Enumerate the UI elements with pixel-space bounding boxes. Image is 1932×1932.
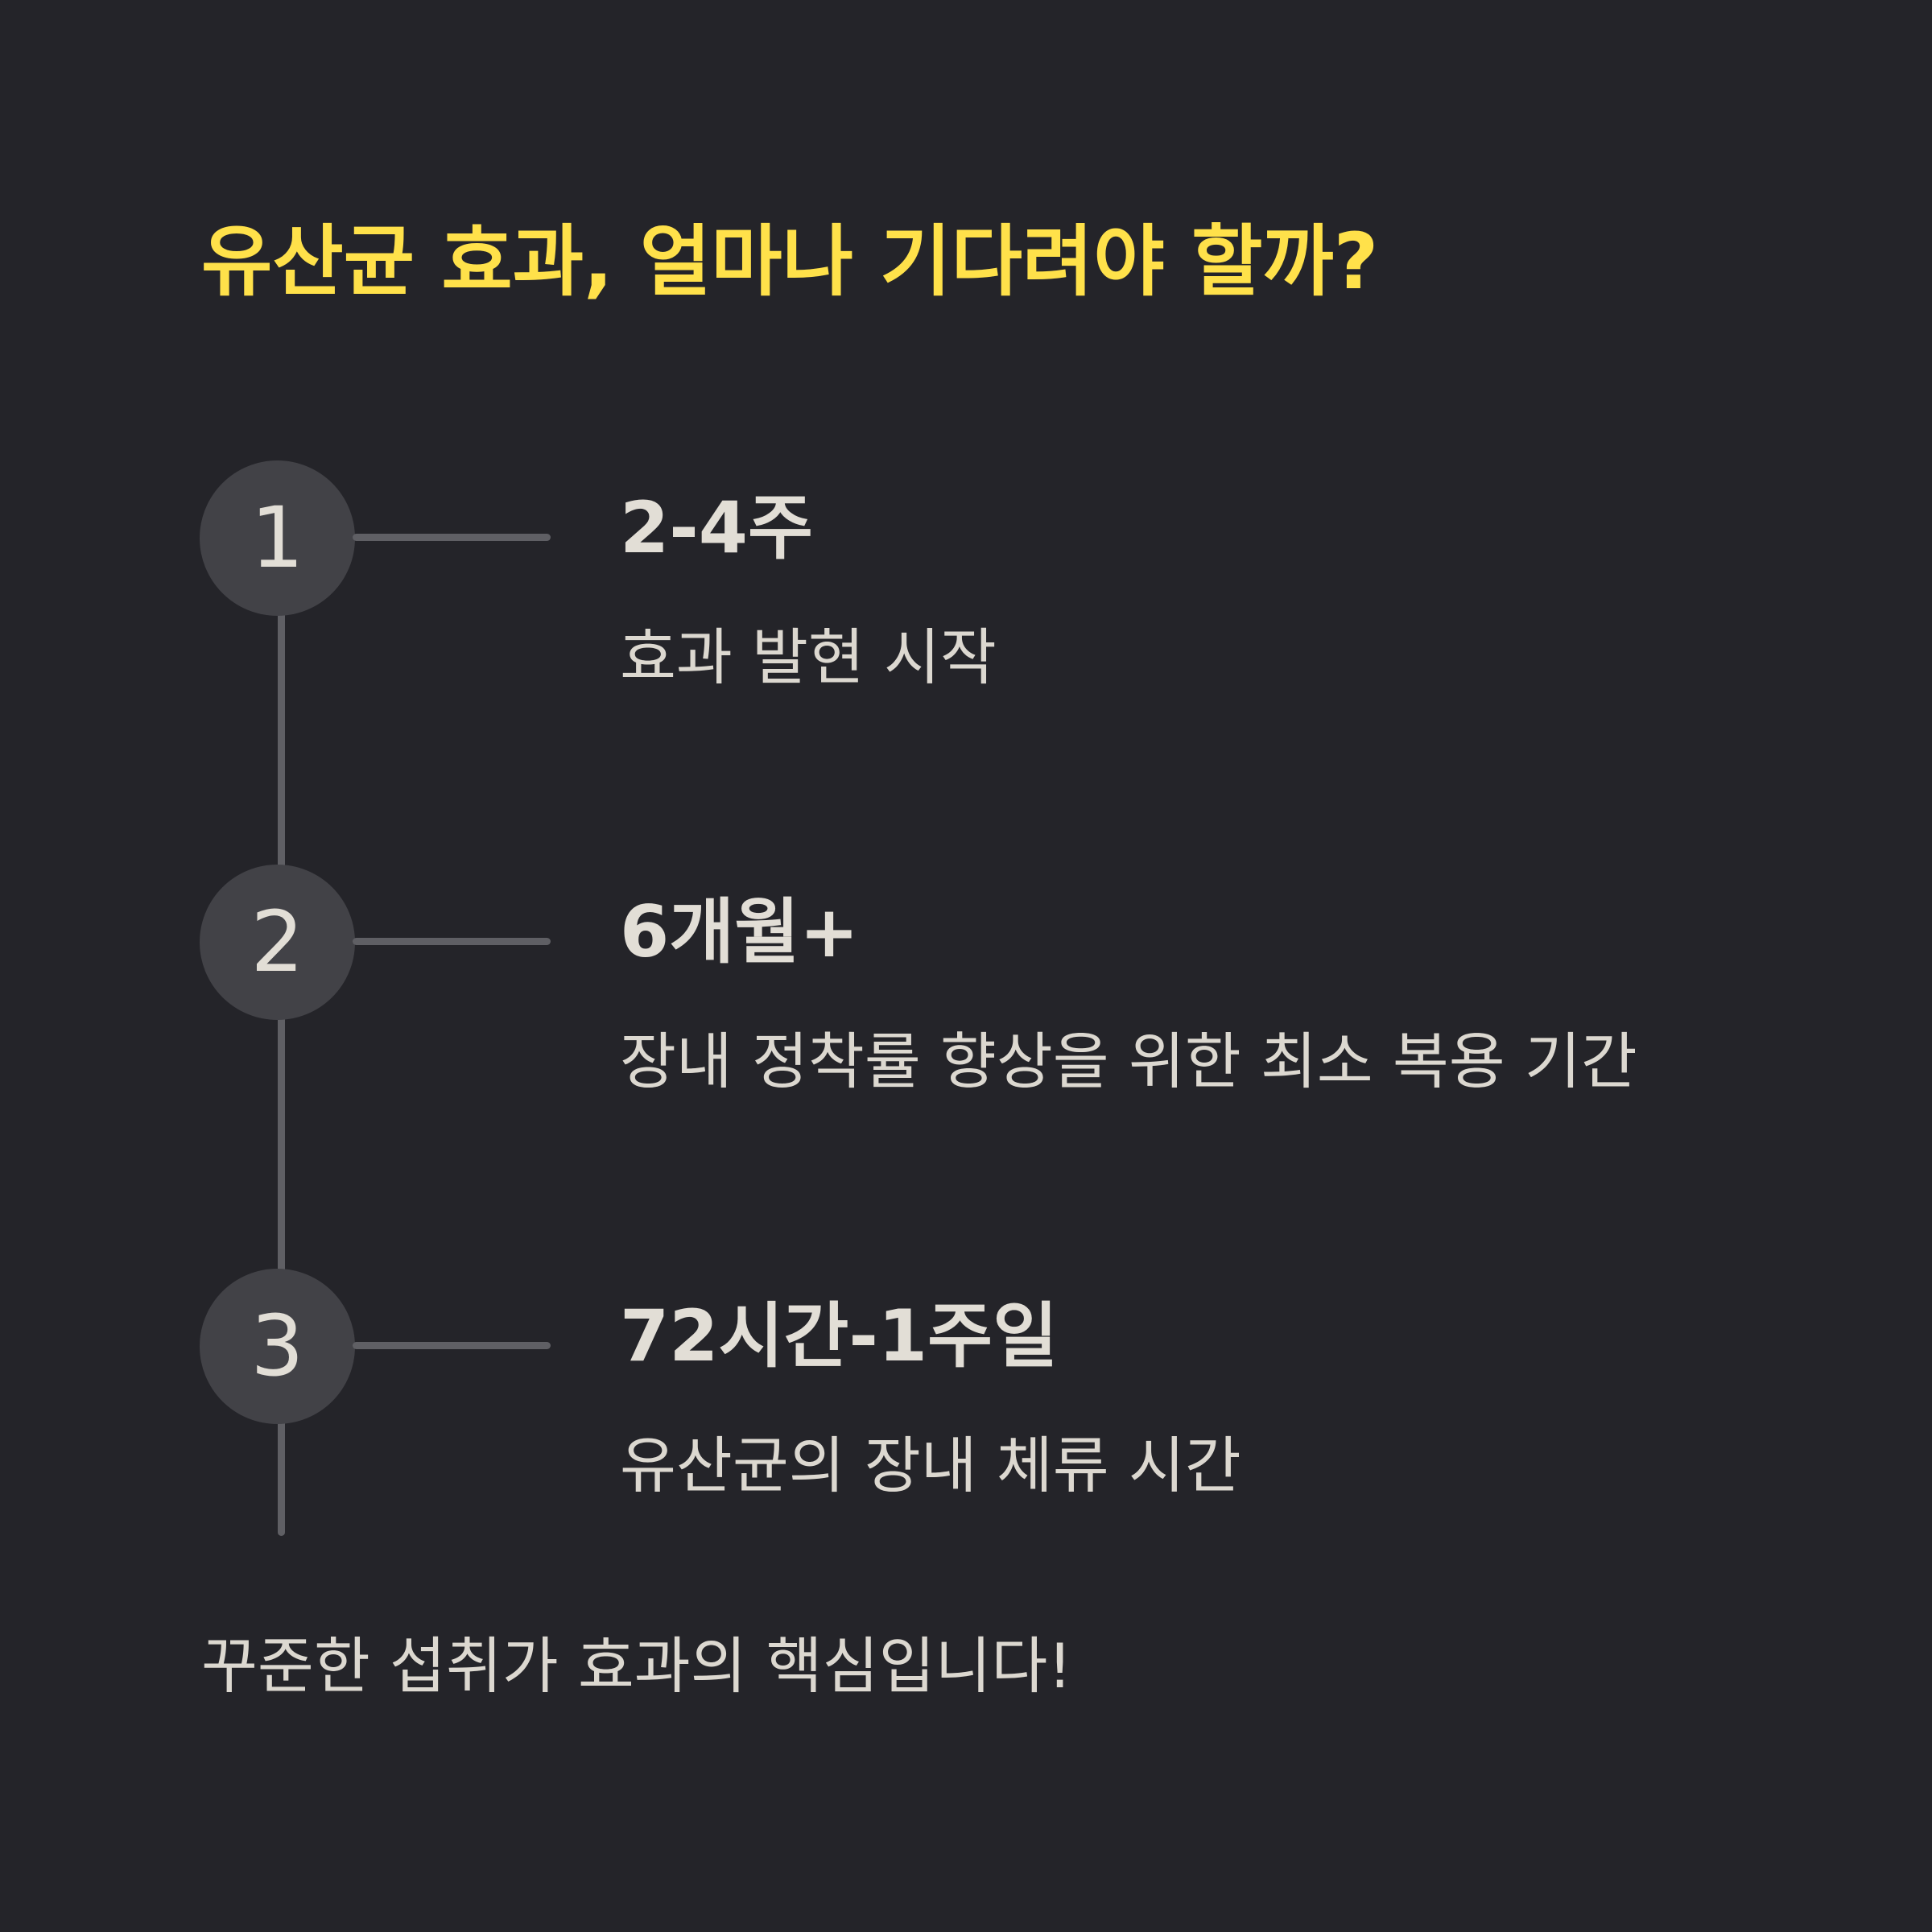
step-period: 72시간-1주일	[620, 1294, 1059, 1377]
step-number-badge: 1	[200, 460, 355, 616]
step-number-badge: 3	[200, 1269, 355, 1424]
step-description: 효과 발현 시작	[620, 621, 997, 693]
timeline-step-2: 2 6개월+ 장내 정착률 향상을 위한 최소 복용 기간	[200, 865, 1769, 1170]
step-number-badge: 2	[200, 865, 355, 1020]
step-connector-line	[353, 1342, 551, 1349]
step-period: 2-4주	[620, 486, 813, 569]
step-description: 유산균의 장내 체류 시간	[620, 1430, 1241, 1501]
timeline-vertical-line	[278, 536, 285, 1536]
step-description: 장내 정착률 향상을 위한 최소 복용 기간	[620, 1026, 1637, 1097]
timeline-step-3: 3 72시간-1주일 유산균의 장내 체류 시간	[200, 1269, 1769, 1575]
step-connector-line	[353, 534, 551, 541]
timeline-step-1: 1 2-4주 효과 발현 시작	[200, 460, 1769, 766]
step-period: 6개월+	[620, 890, 859, 973]
footer-message: 꾸준한 섭취가 효과의 핵심입니다!	[201, 1630, 1072, 1702]
step-connector-line	[353, 938, 551, 945]
page-title: 유산균 효과, 얼마나 기다려야 할까?	[201, 217, 1379, 307]
